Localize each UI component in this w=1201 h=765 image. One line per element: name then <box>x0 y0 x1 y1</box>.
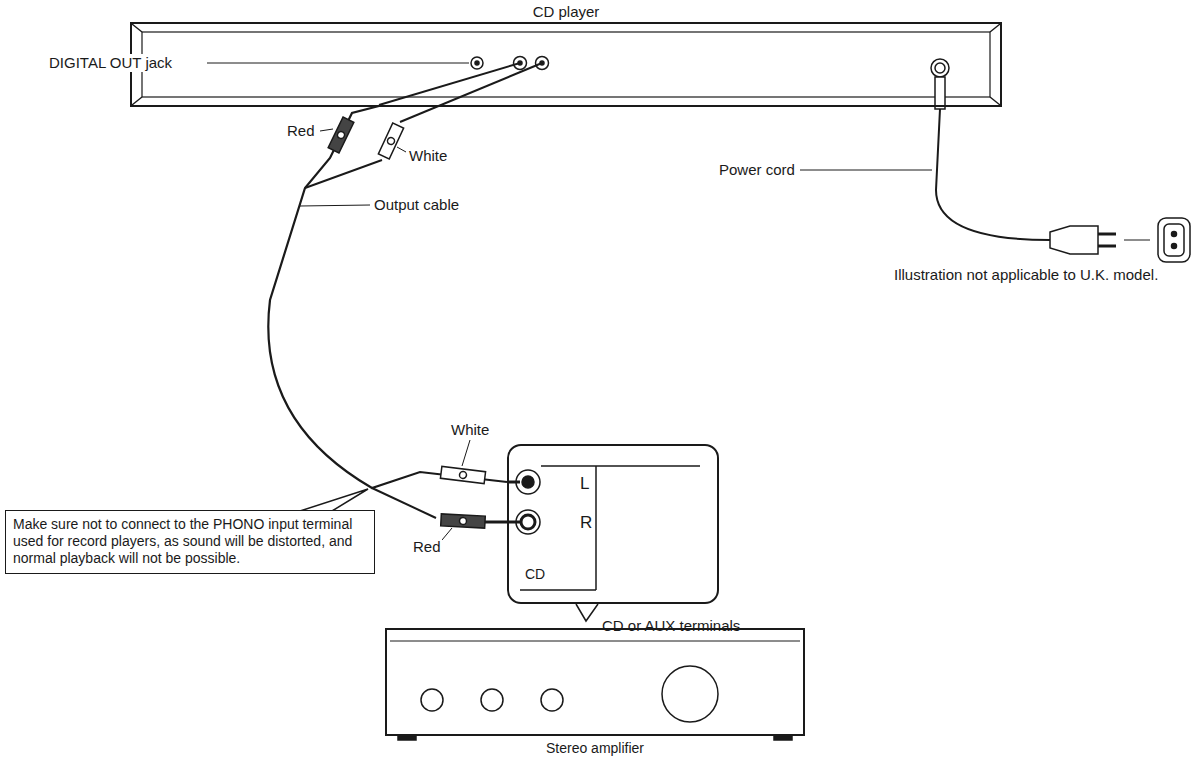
warning-note: Make sure not to connect to the PHONO in… <box>13 516 367 567</box>
plug-color-label: Red <box>412 538 442 556</box>
cd-player-box: CD player <box>130 22 1002 107</box>
output-cable <box>268 106 507 488</box>
channel-label: L <box>580 474 589 494</box>
plug-color-label: Red <box>286 122 316 140</box>
panel-caption: CD or AUX terminals <box>602 617 740 635</box>
cord-label: Power cord <box>718 161 796 179</box>
device-title: CD player <box>132 3 1000 21</box>
panel-label: CD <box>525 566 545 583</box>
plug-color-label: White <box>450 421 490 439</box>
jack-label: DIGITAL OUT jack <box>48 54 173 72</box>
warning-callout: Make sure not to connect to the PHONO in… <box>5 510 375 574</box>
stereo-amplifier: Stereo amplifier <box>385 628 805 736</box>
device-title: Stereo amplifier <box>387 740 803 757</box>
channel-label: R <box>580 513 592 533</box>
cable-label: Output cable <box>373 196 460 214</box>
model-note: Illustration not applicable to U.K. mode… <box>893 266 1195 284</box>
terminal-panel: LRCDCD or AUX terminals <box>507 444 719 604</box>
plug-color-label: White <box>408 147 448 165</box>
